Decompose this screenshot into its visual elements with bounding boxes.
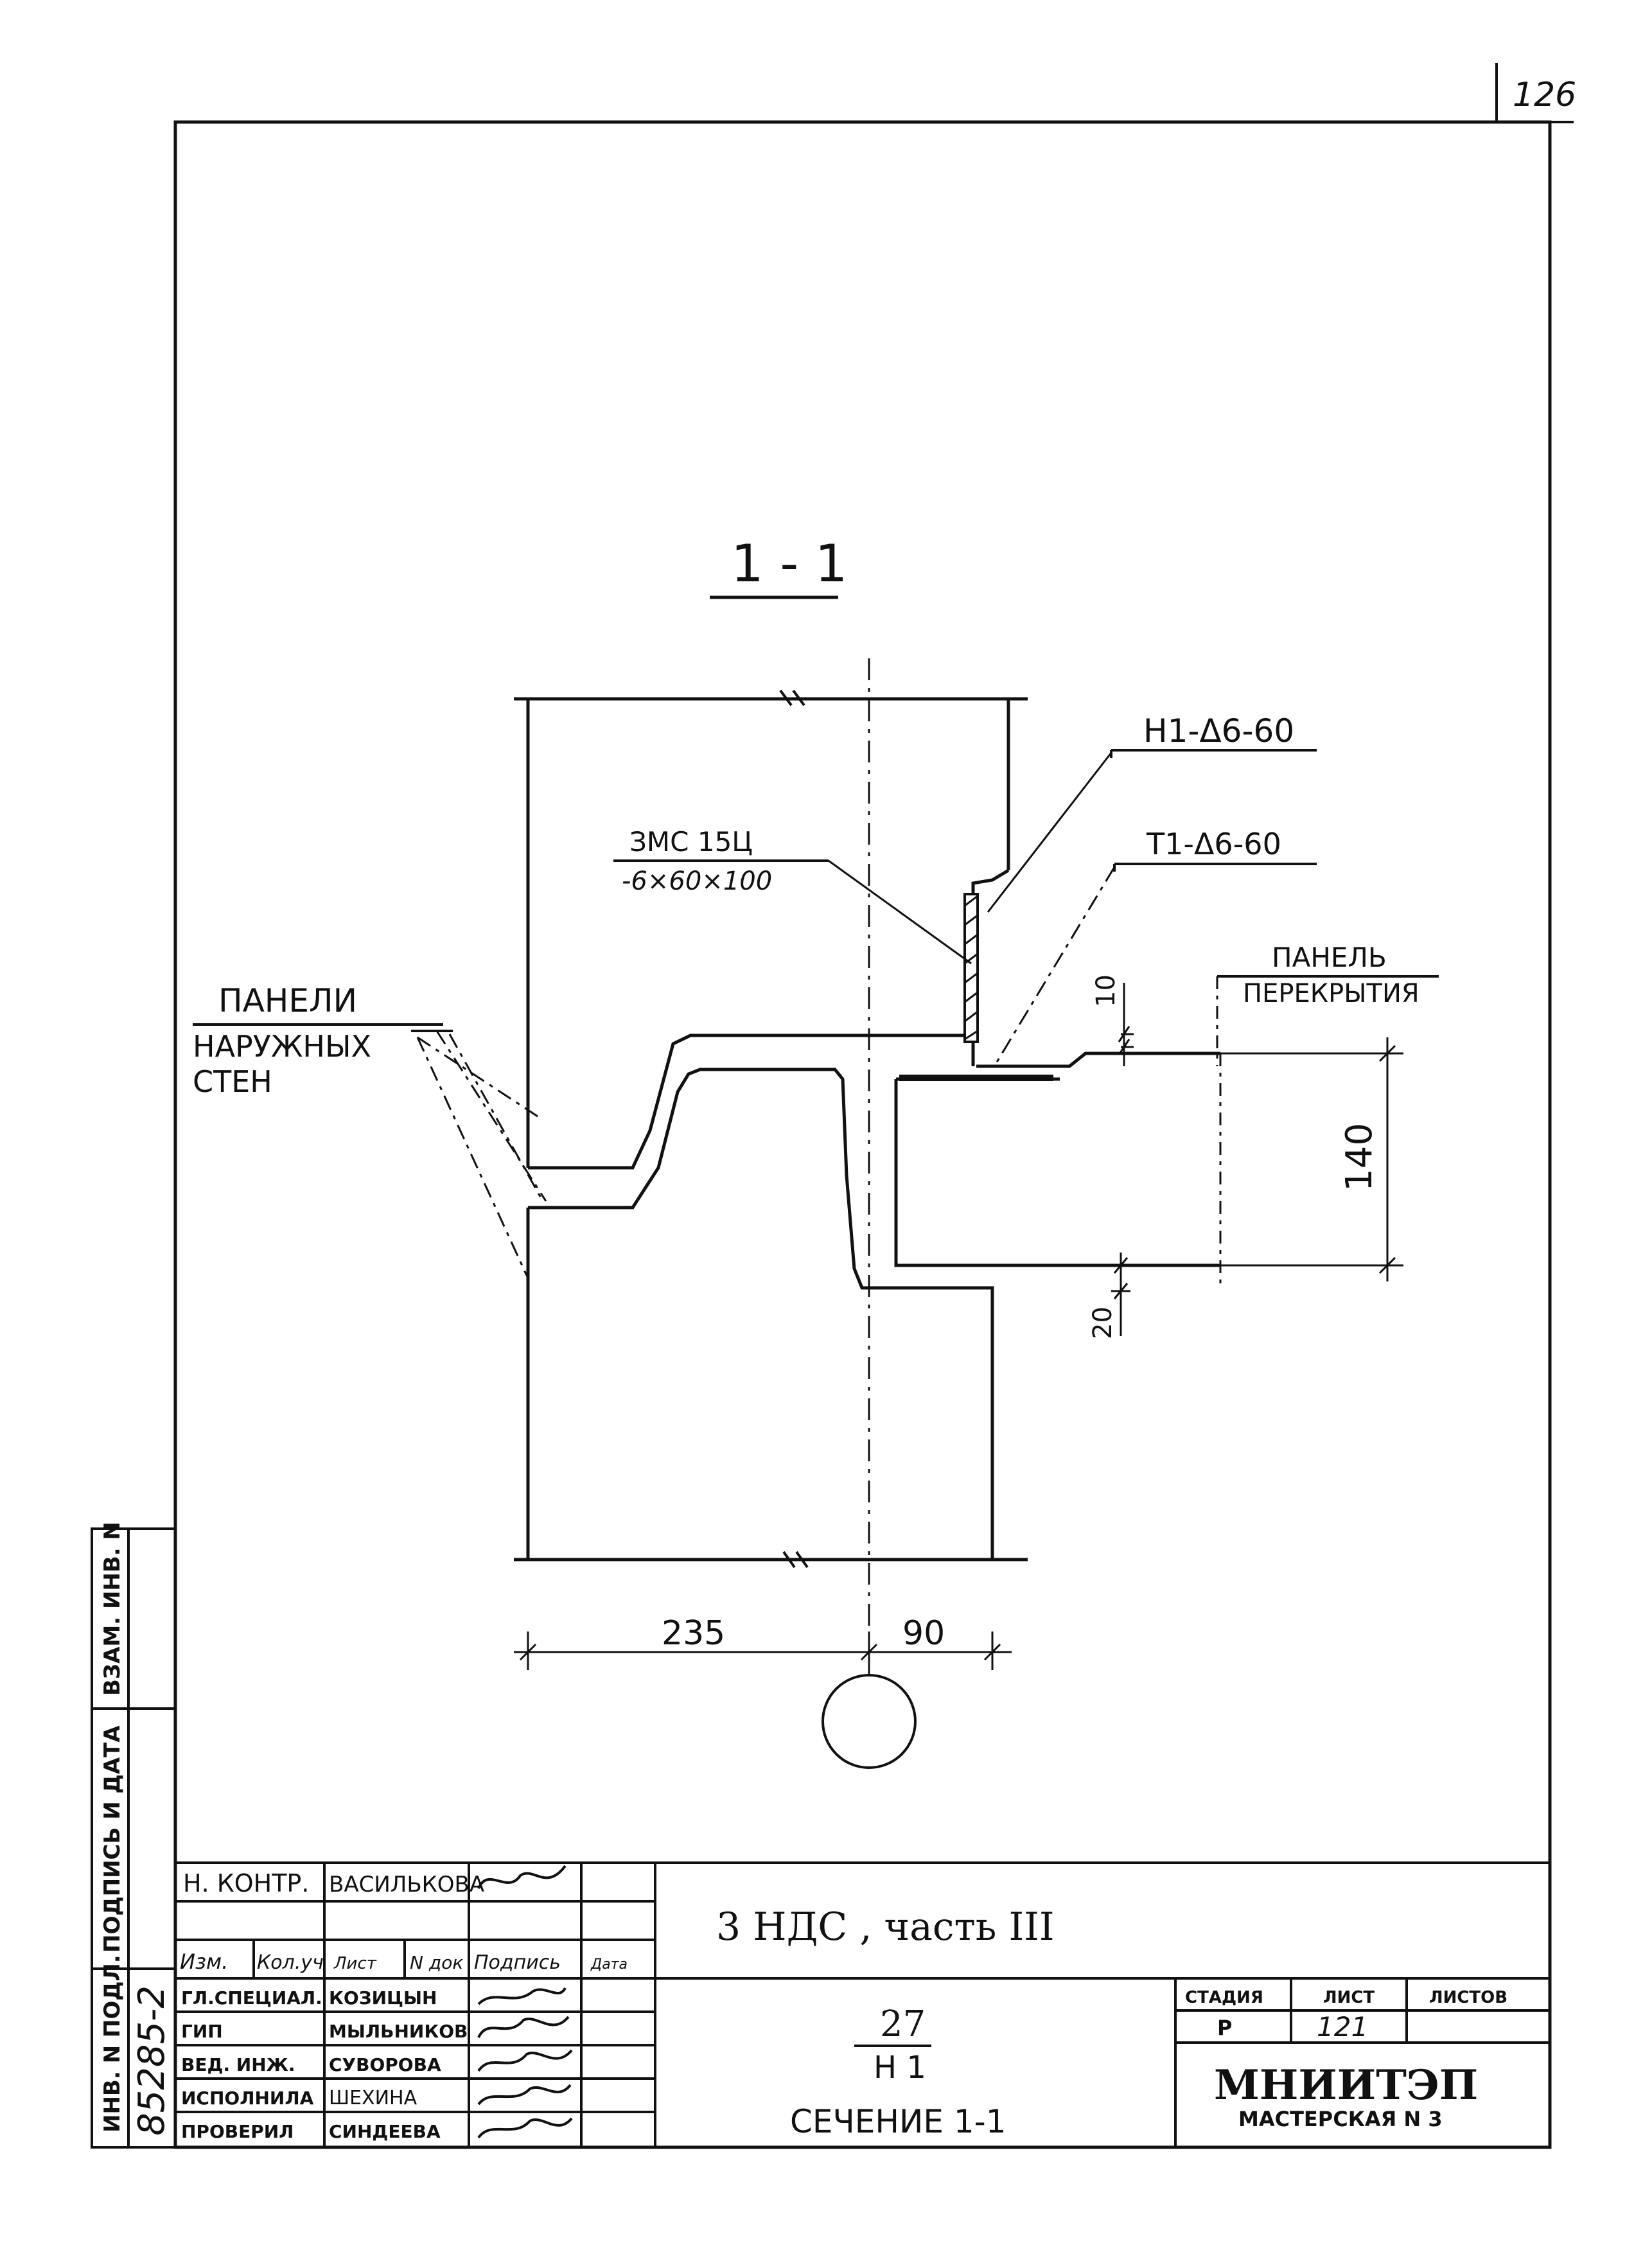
title-block-grid (175, 1861, 1550, 2147)
lists-label: ЛИСТОВ (1429, 1988, 1507, 2007)
h1-label: Н1-Δ6-60 (1143, 712, 1294, 750)
plate-size-label: -6×60×100 (622, 866, 772, 896)
side-stamp (91, 1527, 177, 2149)
dimension-bottom (514, 1632, 1012, 1670)
n-kontr-name: ВАСИЛЬКОВА (329, 1872, 484, 1897)
col-ndok: N док (410, 1952, 463, 1973)
stage-value: Р (1217, 2016, 1232, 2040)
side-stamp-inv-value: 85285-2 (131, 1985, 173, 2136)
row-name-1: КОЗИЦЫН (329, 1987, 437, 2009)
list-value: 121 (1317, 2011, 1368, 2043)
dimension-20 (1111, 1253, 1130, 1336)
col-data: Дата (590, 1957, 628, 1973)
panels-label-line1: ПАНЕЛИ (218, 982, 357, 1019)
list-label: ЛИСТ (1323, 1988, 1375, 2007)
row-role-3: ВЕД. ИНЖ. (181, 2054, 295, 2075)
org-sub: МАСТЕРСКАЯ N 3 (1238, 2107, 1443, 2131)
dimension-90-text: 90 (902, 1614, 945, 1653)
col-podpis: Подпись (474, 1951, 561, 1974)
row-role-1: ГЛ.СПЕЦИАЛ. (181, 1987, 322, 2009)
panels-leader-mid (417, 1036, 540, 1119)
col-koluch: Кол.уч (257, 1951, 324, 1974)
dimension-10-text: 10 (1091, 974, 1121, 1007)
row-name-2: МЫЛЬНИКОВ (329, 2021, 468, 2042)
connection-plate (963, 893, 979, 1043)
col-list: Лист (333, 1954, 377, 1973)
row-role-5: ПРОВЕРИЛ (181, 2121, 294, 2142)
sheet-title: СЕЧЕНИЕ 1-1 (790, 2103, 1006, 2140)
floor-slab (894, 1051, 1220, 1267)
col-izm: Изм. (180, 1949, 228, 1974)
panels-leader-upper (435, 1030, 547, 1202)
sheet-code-bottom: Н 1 (874, 2050, 926, 2086)
signatures (477, 1987, 573, 2139)
t1-label: Т1-Δ6-60 (1146, 827, 1281, 861)
zms-label: ЗМС 15Ц (629, 826, 753, 858)
slab-label-line1: ПАНЕЛЬ (1272, 942, 1387, 973)
dimension-10 (1118, 983, 1134, 1066)
panels-label-line3: СТЕН (193, 1064, 272, 1099)
slab-label-line2: ПЕРЕКРЫТИЯ (1243, 979, 1419, 1008)
stage-label: СТАДИЯ (1185, 1988, 1263, 2007)
axis-bubble (822, 1674, 917, 1769)
n-kontr-role: Н. КОНТР. (183, 1869, 309, 1897)
t1-leader (993, 866, 1116, 1067)
zms-leader (828, 859, 972, 965)
dimension-140-text: 140 (1339, 1123, 1380, 1192)
row-role-4: ИСПОЛНИЛА (181, 2088, 314, 2109)
h1-leader (987, 752, 1112, 913)
row-name-3: СУВОРОВА (329, 2054, 441, 2075)
sheet-code-top: 27 (880, 2003, 926, 2045)
side-stamp-podpis: ПОДПИСЬ И ДАТА (100, 1725, 125, 1953)
panels-label-line2: НАРУЖНЫХ (193, 1029, 371, 1064)
dimension-235-text: 235 (662, 1614, 725, 1653)
side-stamp-vzam: ВЗАМ. ИНВ. N (100, 1522, 125, 1696)
row-role-2: ГИП (181, 2021, 223, 2042)
side-stamp-inv: ИНВ. N ПОДЛ. (100, 1955, 125, 2133)
break-mark-bottom (782, 1551, 809, 1569)
page-number: 126 (1513, 76, 1576, 114)
break-mark-top (779, 689, 805, 707)
section-title: 1 - 1 (731, 534, 848, 594)
dimension-140 (1219, 1037, 1403, 1285)
panels-leader-lower (416, 1037, 529, 1279)
upper-wall-panel (514, 697, 1028, 1170)
embedded-plate (899, 1075, 1053, 1081)
drawing-frame (173, 120, 1552, 2149)
row-name-4: ШЕХИНА (329, 2087, 417, 2109)
row-name-5: СИНДЕЕВА (329, 2121, 441, 2142)
lower-wall-panel (514, 1068, 1028, 1561)
project-title: 3 НДС , часть III (716, 1904, 1055, 1949)
org-name: МНИИТЭП (1214, 2061, 1478, 2109)
n-kontr-signature (477, 1865, 567, 1889)
dimension-20-text: 20 (1088, 1306, 1118, 1339)
